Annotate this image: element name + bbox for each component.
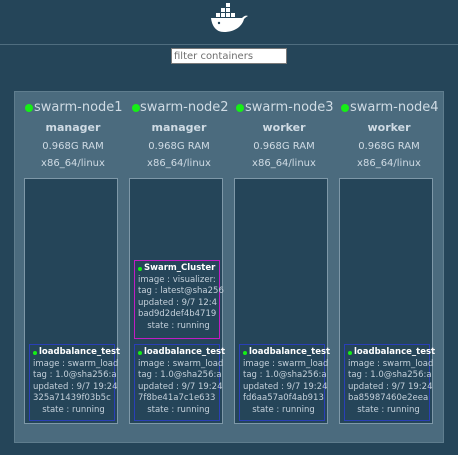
container-updated: updated : 9/7 19:24 — [138, 381, 223, 392]
status-online-icon — [33, 351, 37, 355]
node-arch: x86_64/linux — [41, 158, 105, 169]
container-tag: tag : 1.0@sha256:a — [138, 370, 222, 380]
container-name: loadbalance_test — [144, 347, 226, 357]
container-image: image : swarm_load — [138, 358, 224, 369]
container-card[interactable]: loadbalance_test image : swarm_load tag … — [134, 344, 225, 421]
container-image: image : visualizer: — [138, 274, 216, 285]
status-online-icon — [138, 267, 142, 271]
container-id: 325a71439f03b5c — [33, 393, 111, 403]
container-name: loadbalance_test — [39, 347, 121, 357]
container-name: loadbalance_test — [249, 347, 331, 357]
container-state: state : running — [357, 404, 420, 415]
status-online-icon — [341, 104, 349, 112]
node-arch: x86_64/linux — [252, 158, 316, 169]
status-online-icon — [138, 351, 142, 355]
docker-whale-icon — [211, 3, 248, 32]
node-ram: 0.968G RAM — [253, 141, 315, 152]
status-online-icon — [348, 351, 352, 355]
node-role: worker — [367, 121, 411, 134]
container-id: fd6aa57a0f4ab913 — [243, 393, 324, 403]
node-name: swarm-node4 — [350, 100, 439, 115]
node-role: manager — [151, 121, 207, 134]
container-updated: updated : 9/7 19:24 — [348, 381, 433, 392]
container-tag: tag : 1.0@sha256:a — [348, 370, 432, 380]
status-online-icon — [132, 104, 140, 112]
container-updated: updated : 9/7 12:4 — [138, 297, 218, 308]
node-ram: 0.968G RAM — [148, 141, 210, 152]
status-online-icon — [25, 104, 33, 112]
container-updated: updated : 9/7 19:24 — [243, 381, 328, 392]
node-header: swarm-node1 — [15, 100, 123, 118]
container-state: state : running — [42, 404, 105, 415]
container-id: ba85987460e2eea — [348, 393, 429, 403]
node-ram: 0.968G RAM — [358, 141, 420, 152]
node-role: worker — [262, 121, 306, 134]
container-name: Swarm_Cluster — [144, 263, 216, 273]
status-online-icon — [236, 104, 244, 112]
container-image: image : swarm_load — [243, 358, 329, 369]
container-id: bad9d2def4b4719 — [138, 309, 217, 319]
container-card[interactable]: loadbalance_test image : swarm_load tag … — [29, 344, 120, 421]
node-header: swarm-node2 — [120, 100, 229, 118]
node-ram: 0.968G RAM — [42, 141, 104, 152]
container-id: 7f8be41a7c1e633 — [138, 393, 216, 403]
node-swarm-node1: swarm-node1 manager 0.968G RAM x86_64/li… — [15, 92, 123, 444]
cluster-panel: swarm-node1 manager 0.968G RAM x86_64/li… — [14, 91, 444, 443]
node-header: swarm-node4 — [330, 100, 439, 118]
node-arch: x86_64/linux — [147, 158, 211, 169]
container-tag: tag : 1.0@sha256:a — [243, 370, 327, 380]
container-name: loadbalance_test — [354, 347, 436, 357]
container-area: loadbalance_test image : swarm_load tag … — [24, 178, 120, 424]
container-area: loadbalance_test image : swarm_load tag … — [234, 178, 330, 424]
container-card[interactable]: loadbalance_test image : swarm_load tag … — [239, 344, 330, 421]
node-header: swarm-node3 — [225, 100, 334, 118]
container-tag: tag : 1.0@sha256:a — [33, 370, 117, 380]
node-name: swarm-node2 — [140, 100, 229, 115]
container-area: Swarm_Cluster image : visualizer: tag : … — [129, 178, 225, 424]
container-image: image : swarm_load — [348, 358, 434, 369]
node-swarm-node3: swarm-node3 worker 0.968G RAM x86_64/lin… — [225, 92, 334, 444]
container-updated: updated : 9/7 19:24 — [33, 381, 118, 392]
node-name: swarm-node3 — [245, 100, 334, 115]
container-area: loadbalance_test image : swarm_load tag … — [339, 178, 435, 424]
container-tag: tag : latest@sha256 — [138, 286, 224, 296]
node-swarm-node2: swarm-node2 manager 0.968G RAM x86_64/li… — [120, 92, 229, 444]
visualizer-container-card[interactable]: Swarm_Cluster image : visualizer: tag : … — [134, 260, 224, 339]
container-state: state : running — [252, 404, 315, 415]
container-state: state : running — [147, 404, 210, 415]
container-state: state : running — [147, 320, 210, 331]
node-name: swarm-node1 — [34, 100, 123, 115]
status-online-icon — [243, 351, 247, 355]
container-card[interactable]: loadbalance_test image : swarm_load tag … — [344, 344, 435, 421]
filter-containers-input[interactable] — [171, 48, 287, 64]
top-bar — [0, 0, 458, 45]
container-image: image : swarm_load — [33, 358, 119, 369]
node-role: manager — [45, 121, 101, 134]
node-swarm-node4: swarm-node4 worker 0.968G RAM x86_64/lin… — [330, 92, 439, 444]
node-arch: x86_64/linux — [357, 158, 421, 169]
